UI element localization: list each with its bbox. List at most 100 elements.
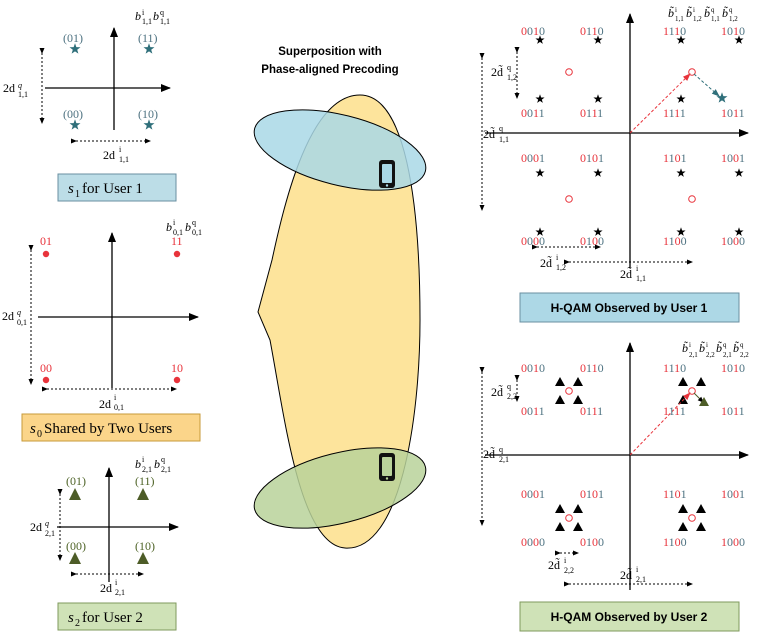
svg-text:1: 1 bbox=[75, 189, 80, 200]
hqam1-bit-label: 1110 bbox=[663, 24, 686, 38]
triangle-symbol bbox=[696, 377, 706, 386]
svg-text:2,2: 2,2 bbox=[740, 351, 749, 359]
svg-text:0,1: 0,1 bbox=[192, 228, 202, 237]
triangle-symbol bbox=[573, 377, 583, 386]
svg-text:2,1: 2,1 bbox=[45, 529, 55, 538]
hqam1-s0-circles bbox=[565, 68, 696, 203]
svg-text:i: i bbox=[142, 8, 145, 17]
hqam2-caption-box bbox=[519, 601, 740, 632]
svg-text:s: s bbox=[30, 421, 36, 437]
hqam2-green-vector bbox=[693, 392, 704, 403]
triangle-symbol bbox=[573, 522, 583, 531]
phone-icon-user2 bbox=[379, 453, 395, 481]
svg-text:q: q bbox=[711, 6, 715, 14]
s0-caption: s 0 Shared by Two Users bbox=[30, 421, 172, 440]
hqam1-dq-big-label: 2d̃ q 1,1 bbox=[483, 124, 509, 144]
hqam2-bit-label: 0011 bbox=[521, 404, 545, 418]
svg-text:0,1: 0,1 bbox=[173, 228, 183, 237]
svg-text:1,2: 1,2 bbox=[507, 73, 517, 82]
svg-text:2: 2 bbox=[75, 618, 80, 629]
s1-caption: s 1 for User 1 bbox=[68, 181, 143, 200]
triangle-symbol bbox=[555, 504, 565, 513]
s0-caption-box bbox=[21, 413, 201, 442]
hqam1-bit-label: 0010 bbox=[521, 24, 545, 38]
hqam1-stars bbox=[535, 35, 744, 236]
s1-di-label: 2d i 1,1 bbox=[103, 145, 129, 164]
svg-text:2d: 2d bbox=[100, 581, 112, 595]
triangle-symbol bbox=[696, 522, 706, 531]
hqam1-teal-star bbox=[716, 92, 728, 103]
svg-text:b: b bbox=[135, 457, 141, 471]
triangle-symbol bbox=[696, 504, 706, 513]
svg-text:q: q bbox=[499, 124, 503, 133]
hqam1-di-big-label: 2d̃ i 1,1 bbox=[620, 264, 646, 283]
svg-text:i: i bbox=[693, 6, 695, 14]
svg-text:b̃: b̃ bbox=[682, 341, 688, 355]
svg-text:1,2: 1,2 bbox=[693, 15, 702, 23]
hqam2-red-vector bbox=[629, 392, 691, 456]
hqam2-header: b̃ i 2,1 b̃ i 2,2 b̃ q 2,1 b̃ q 2,2 bbox=[682, 341, 749, 359]
svg-text:q: q bbox=[45, 519, 49, 528]
hqam1-bit-label: 0111 bbox=[580, 106, 603, 120]
hqam1-bit-label: 0110 bbox=[580, 24, 604, 38]
triangle-symbol bbox=[555, 377, 565, 386]
svg-text:2d: 2d bbox=[99, 397, 111, 411]
s2-caption: s 2 for User 2 bbox=[68, 610, 143, 629]
hqam2-s0-circles bbox=[565, 387, 696, 522]
svg-text:i: i bbox=[142, 455, 145, 464]
hqam1-teal-vector bbox=[693, 73, 720, 97]
svg-text:i: i bbox=[114, 393, 117, 402]
svg-text:(01): (01) bbox=[63, 31, 83, 45]
svg-text:(01): (01) bbox=[66, 474, 86, 488]
svg-text:0: 0 bbox=[37, 429, 42, 440]
hqam2-bit-label: 0101 bbox=[580, 487, 604, 501]
svg-text:(10): (10) bbox=[135, 539, 155, 553]
svg-text:i: i bbox=[689, 341, 691, 349]
svg-text:2,2: 2,2 bbox=[564, 566, 574, 575]
hqam2-bit-label: 1000 bbox=[721, 535, 745, 549]
s0-header: b i 0,1 b q 0,1 bbox=[166, 218, 202, 237]
svg-text:2,1: 2,1 bbox=[161, 465, 171, 474]
hqam2-bit-label: 1101 bbox=[663, 487, 687, 501]
hqam2-di-big-label: 2d̃ i 2,1 bbox=[620, 565, 646, 584]
triangle-symbol bbox=[573, 504, 583, 513]
hqam1-bit-label: 1100 bbox=[663, 234, 687, 248]
hqam2-bit-label: 1010 bbox=[721, 361, 745, 375]
svg-text:2d̃: 2d̃ bbox=[548, 557, 560, 572]
s1-header: b i 1,1 b q 1,1 bbox=[135, 8, 170, 26]
svg-text:2d̃: 2d̃ bbox=[491, 64, 503, 79]
s2-dq-label: 2d q 2,1 bbox=[30, 519, 55, 538]
svg-text:q: q bbox=[161, 455, 165, 464]
svg-text:2,1: 2,1 bbox=[142, 465, 152, 474]
svg-text:1,1: 1,1 bbox=[119, 155, 129, 164]
svg-text:2,2: 2,2 bbox=[507, 392, 517, 401]
hqam2-bit-label: 1100 bbox=[663, 535, 687, 549]
hqam2-constellation: b̃ i 2,1 b̃ i 2,2 b̃ q 2,1 b̃ q 2,2 0010… bbox=[479, 341, 749, 632]
s2-bit-labels: (01) (11) (00) (10) bbox=[66, 474, 155, 553]
svg-text:1,1: 1,1 bbox=[636, 274, 646, 283]
svg-text:q: q bbox=[17, 308, 21, 317]
svg-text:(11): (11) bbox=[138, 31, 158, 45]
hqam1-bit-label: 1101 bbox=[663, 151, 687, 165]
hqam1-bit-label: 0011 bbox=[521, 106, 545, 120]
hqam2-bit-label: 0100 bbox=[580, 535, 604, 549]
svg-text:q: q bbox=[192, 218, 196, 227]
hqam1-bit-label: 1001 bbox=[721, 151, 745, 165]
svg-text:b: b bbox=[154, 457, 160, 471]
s2-header: b i 2,1 b q 2,1 bbox=[135, 455, 171, 474]
hqam1-bit-label: 0101 bbox=[580, 151, 604, 165]
triangle-symbol bbox=[555, 522, 565, 531]
svg-text:(11): (11) bbox=[135, 474, 155, 488]
hqam2-triangles bbox=[555, 377, 706, 531]
svg-text:2d: 2d bbox=[2, 309, 14, 323]
svg-text:2,2: 2,2 bbox=[706, 351, 715, 359]
hqam2-bit-label: 0111 bbox=[580, 404, 603, 418]
hqam2-bit-label: 1110 bbox=[663, 361, 686, 375]
center-title-line2: Phase-aligned Precoding bbox=[261, 64, 398, 76]
svg-text:2,1: 2,1 bbox=[115, 588, 125, 597]
svg-text:2d̃: 2d̃ bbox=[540, 255, 552, 270]
svg-text:2d: 2d bbox=[103, 148, 115, 162]
svg-text:2d̃: 2d̃ bbox=[483, 126, 495, 141]
svg-text:01: 01 bbox=[40, 234, 52, 248]
